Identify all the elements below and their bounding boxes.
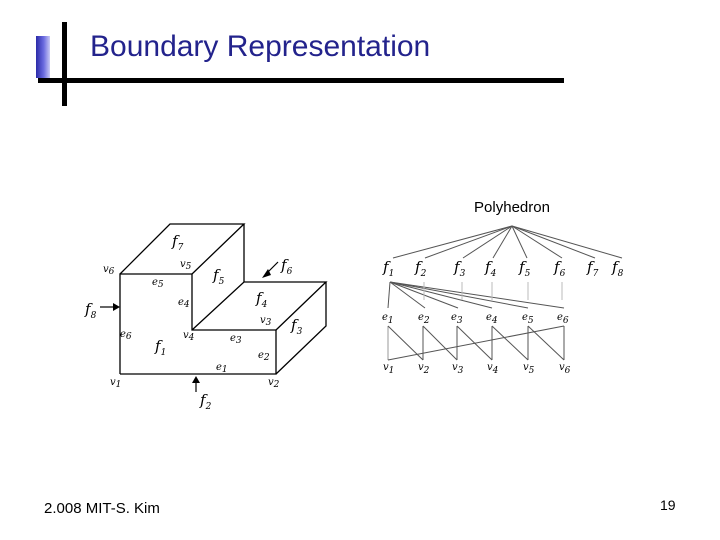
footer-course-label: 2.008 MIT-S. Kim: [44, 500, 160, 517]
label-v2: v2: [268, 377, 280, 390]
e5-to-v6-line: [527, 325, 565, 361]
title-horizontal-rule: [38, 78, 564, 83]
f1-to-e5-line: [389, 281, 529, 309]
label-f3: f3: [290, 316, 303, 337]
root-to-f4-line: [492, 225, 513, 259]
arrowhead-f6: [262, 269, 271, 278]
tree-edge-row: e1 e2 e3 e4 e5 e6: [382, 312, 569, 326]
label-v4: v4: [183, 330, 195, 343]
root-to-f8-line: [511, 225, 623, 259]
tree-face-f1: f1: [382, 258, 394, 279]
label-e2: e2: [258, 350, 270, 363]
label-e3: e3: [230, 333, 242, 346]
tree-face-f5: f5: [518, 258, 531, 279]
root-to-f6-line: [511, 225, 563, 259]
inner-top-face-outline: [191, 281, 328, 331]
slide-title: Boundary Representation: [90, 30, 431, 63]
tree-vertex-v4: v4: [487, 362, 499, 376]
label-v6: v6: [103, 264, 115, 277]
label-f2: f2: [199, 391, 212, 412]
tree-face-f8: f8: [611, 258, 624, 279]
e1-to-v2-line: [387, 325, 424, 361]
label-f4: f4: [255, 289, 268, 310]
f1-to-e6-line: [389, 281, 565, 309]
f1-to-e4-line: [389, 281, 493, 309]
label-e4: e4: [178, 297, 190, 310]
arrowhead-f2: [192, 376, 200, 383]
tree-edge-e1: e1: [382, 312, 394, 326]
tree-face-f4: f4: [484, 258, 497, 279]
top-face-outline: [119, 223, 246, 275]
tree-root-polyhedron: Polyhedron: [474, 199, 550, 216]
face-arrows: [100, 261, 279, 392]
label-e1: e1: [216, 362, 228, 375]
label-f6: f6: [280, 256, 293, 277]
title-accent-block: [36, 36, 50, 78]
root-to-f2-line: [424, 225, 513, 259]
tree-face-f3: f3: [453, 258, 466, 279]
f1-to-e1-line: [387, 281, 391, 309]
tree-face-f6: f6: [553, 258, 566, 279]
tree-face-f2: f2: [414, 258, 427, 279]
label-v3: v3: [260, 315, 272, 328]
e4-to-v5-line: [491, 325, 529, 361]
tree-vertex-v1: v1: [383, 362, 394, 376]
root-to-f1-line: [392, 225, 513, 259]
tree-edge-e6: e6: [557, 312, 569, 326]
tree-edge-e5: e5: [522, 312, 534, 326]
e2-to-v3-line: [422, 325, 458, 361]
label-f5: f5: [212, 266, 225, 287]
arrowhead-f8: [113, 303, 120, 311]
tree-edge-e3: e3: [451, 312, 463, 326]
tree-connectors: [387, 225, 623, 361]
e6-to-v1-line: [387, 325, 565, 361]
polyhedron-drawing: [119, 223, 328, 375]
tree-edge-e2: e2: [418, 312, 430, 326]
f1-to-e2-line: [389, 281, 426, 309]
tree-vertex-v6: v6: [559, 362, 571, 376]
tree-vertex-v5: v5: [523, 362, 535, 376]
tree-face-f7: f7: [586, 258, 599, 279]
label-v1: v1: [110, 377, 121, 390]
right-face-outline: [275, 282, 327, 375]
label-f8: f8: [84, 300, 97, 321]
root-to-f3-line: [462, 225, 513, 259]
tree-edge-e4: e4: [486, 312, 498, 326]
tree-face-row: f1 f2 f3 f4 f5 f6 f7 f8: [382, 258, 624, 279]
page-number: 19: [660, 497, 676, 513]
tree-vertex-v2: v2: [418, 362, 430, 376]
tree-vertex-v3: v3: [452, 362, 464, 376]
label-e6: e6: [120, 329, 132, 342]
tree-vertex-row: v1 v2 v3 v4 v5 v6: [383, 362, 571, 376]
label-e5: e5: [152, 277, 164, 290]
root-to-f7-line: [511, 225, 596, 259]
title-vertical-rule: [62, 22, 67, 106]
label-f7: f7: [171, 232, 184, 253]
label-f1: f1: [154, 337, 166, 358]
root-to-f5-line: [511, 225, 528, 259]
label-v5: v5: [180, 259, 192, 272]
